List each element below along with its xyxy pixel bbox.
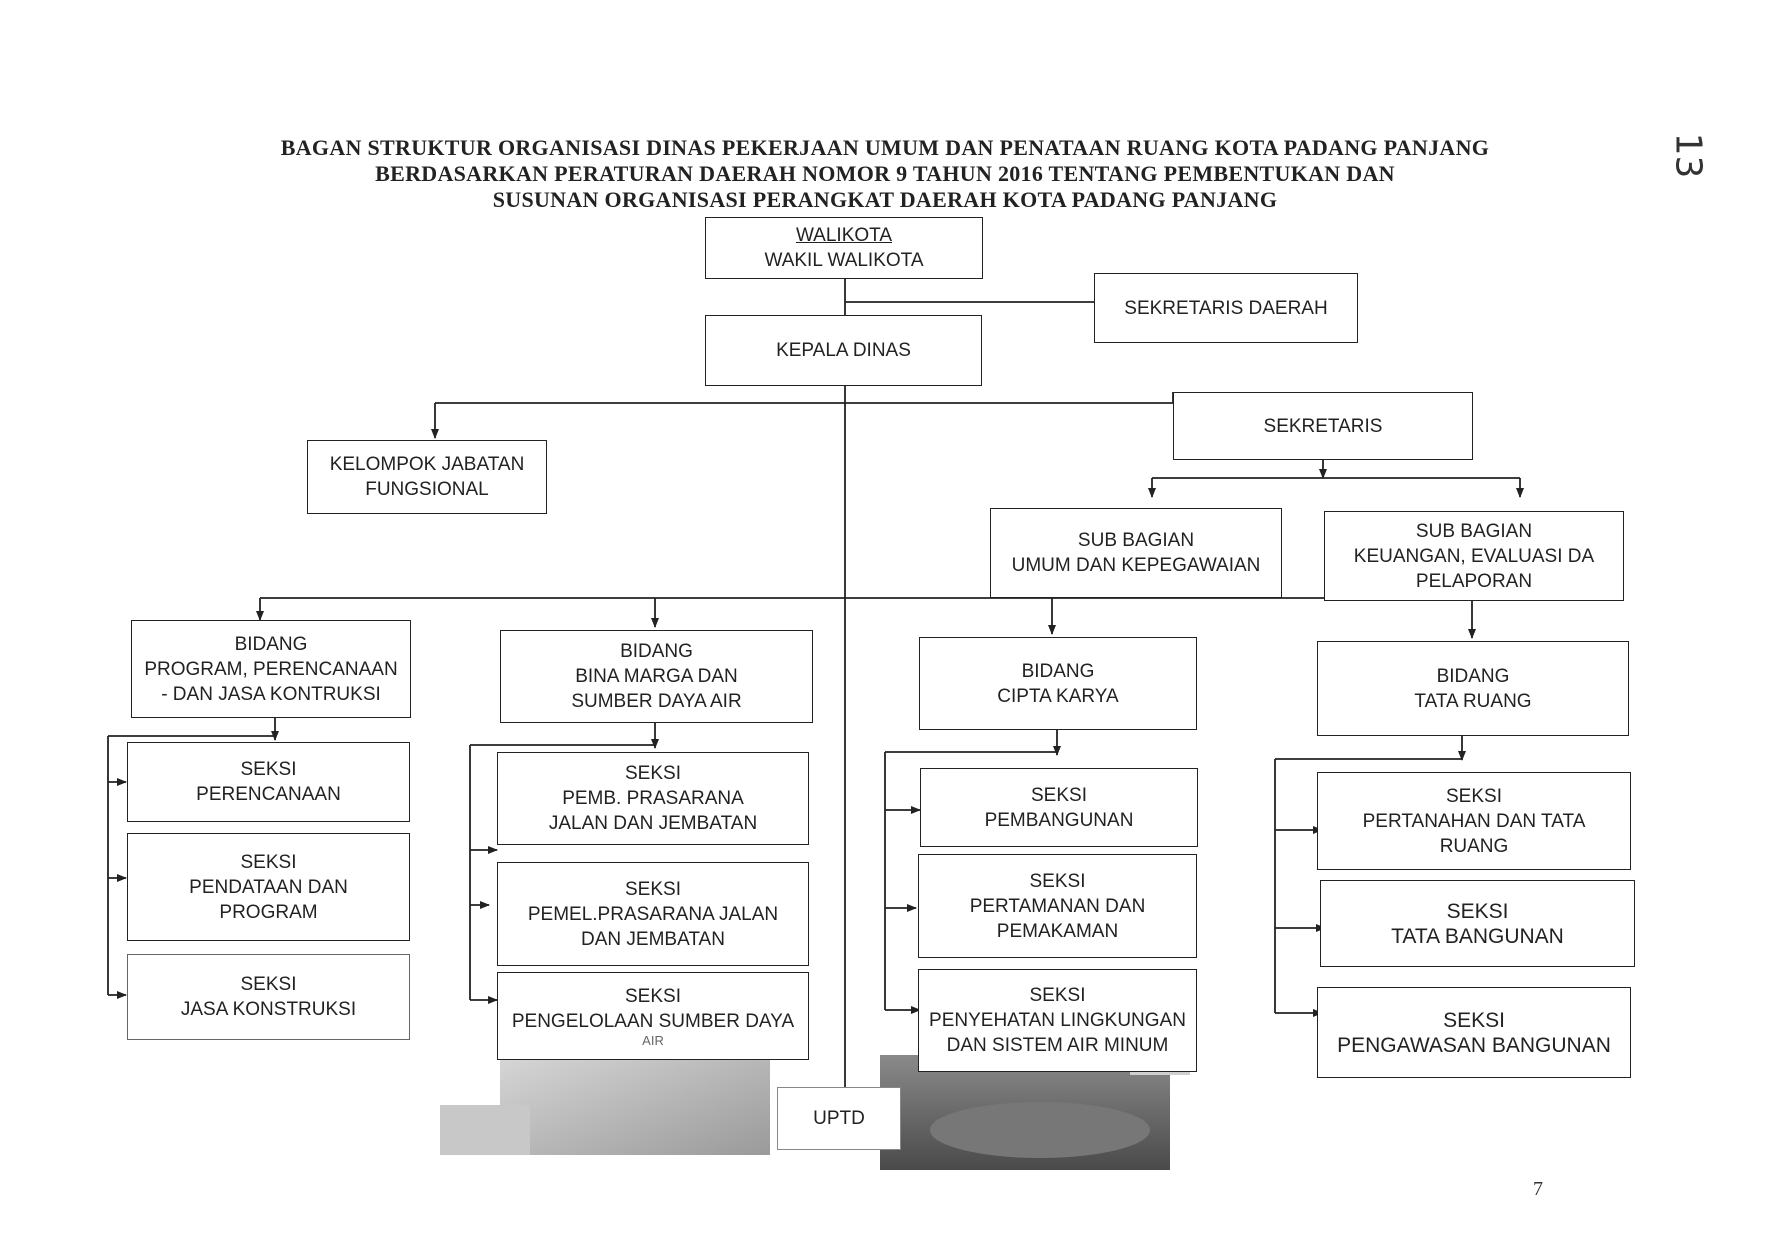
kepala-dinas-label: KEPALA DINAS xyxy=(776,340,911,361)
s33-label-2: PENYEHATAN LINGKUNGAN xyxy=(929,1010,1186,1031)
s42-label-2: TATA BANGUNAN xyxy=(1391,924,1564,948)
s12-label-3: PROGRAM xyxy=(219,901,318,923)
subumum-label-1: SUB BAGIAN xyxy=(1077,530,1195,551)
seksi-pengelolaan-sda-box: SEKSI PENGELOLAAN SUMBER DAYA AIR xyxy=(497,972,809,1060)
uptd-box: UPTD xyxy=(777,1087,901,1150)
s31-label-1: SEKSI xyxy=(1031,784,1087,806)
seksi-tata-bangunan-box: SEKSI TATA BANGUNAN xyxy=(1320,880,1635,967)
kelompok-jabatan-fungsional-box: KELOMPOK JABATAN FUNGSIONAL xyxy=(307,440,547,514)
sekretaris-daerah-label: SEKRETARIS DAERAH xyxy=(1124,297,1328,319)
s23-label-2: PENGELOLAAN SUMBER DAYA xyxy=(511,1011,795,1032)
subkeu-label-2: KEUANGAN, EVALUASI DA xyxy=(1353,545,1595,567)
page-number: 7 xyxy=(1533,1178,1543,1200)
s11-label-1: SEKSI xyxy=(240,759,297,780)
kjf-label-2: FUNGSIONAL xyxy=(365,479,489,500)
bid2-label-3: SUMBER DAYA AIR xyxy=(571,691,742,712)
s33-label-3: DAN SISTEM AIR MINUM xyxy=(946,1035,1169,1056)
bid4-label-1: BIDANG xyxy=(1436,665,1510,687)
s41-label-3: RUANG xyxy=(1439,835,1509,857)
seksi-jasa-konstruksi-box: SEKSI JASA KONSTRUKSI xyxy=(127,954,410,1040)
kjf-label-1: KELOMPOK JABATAN xyxy=(329,454,525,475)
uptd-label: UPTD xyxy=(813,1108,865,1129)
s43-label-2: PENGAWASAN BANGUNAN xyxy=(1337,1033,1611,1057)
sekretaris-label: SEKRETARIS xyxy=(1263,415,1383,437)
sekretaris-daerah-box: SEKRETARIS DAERAH xyxy=(1094,273,1358,343)
subkeu-label-3: PELAPORAN xyxy=(1415,570,1533,592)
s13-label-2: JASA KONSTRUKSI xyxy=(180,999,357,1020)
kepala-dinas-box: KEPALA DINAS xyxy=(705,315,982,386)
s23-label-3: AIR xyxy=(642,1033,664,1048)
title-line-3: SUSUNAN ORGANISASI PERANGKAT DAERAH KOTA… xyxy=(492,187,1278,212)
bidang-program-box: BIDANG PROGRAM, PERENCANAAN - DAN JASA K… xyxy=(131,620,411,718)
s22-label-3: DAN JEMBATAN xyxy=(581,928,725,950)
building-photo xyxy=(440,1045,1190,1170)
bidang-cipta-karya-box: BIDANG CIPTA KARYA xyxy=(919,637,1197,730)
title-line-1: BAGAN STRUKTUR ORGANISASI DINAS PEKERJAA… xyxy=(280,135,1490,160)
title-line-2: BERDASARKAN PERATURAN DAERAH NOMOR 9 TAH… xyxy=(375,161,1395,186)
walikota-label: WALIKOTA xyxy=(795,225,893,246)
seksi-pendataan-box: SEKSI PENDATAAN DAN PROGRAM xyxy=(127,833,410,941)
seksi-pembangunan-box: SEKSI PEMBANGUNAN xyxy=(920,768,1198,847)
s22-label-1: SEKSI xyxy=(625,878,681,900)
s33-label-1: SEKSI xyxy=(1029,985,1086,1006)
seksi-pemel-prasarana-box: SEKSI PEMEL.PRASARANA JALAN DAN JEMBATAN xyxy=(497,862,809,966)
s21-label-3: JALAN DAN JEMBATAN xyxy=(548,813,758,834)
seksi-perencanaan-box: SEKSI PERENCANAAN xyxy=(127,742,410,822)
s31-label-2: PEMBANGUNAN xyxy=(984,809,1134,831)
s11-label-2: PERENCANAAN xyxy=(196,784,341,805)
s43-label-1: SEKSI xyxy=(1443,1008,1505,1032)
bid1-label-3: - DAN JASA KONTRUKSI xyxy=(161,683,381,705)
s32-label-1: SEKSI xyxy=(1029,870,1086,892)
walikota-box: WALIKOTA WAKIL WALIKOTA xyxy=(705,217,983,279)
s23-label-1: SEKSI xyxy=(625,986,681,1007)
s21-label-2: PEMB. PRASARANA xyxy=(562,788,744,809)
subumum-label-2: UMUM DAN KEPEGAWAIAN xyxy=(1011,555,1261,576)
sub-bagian-umum-box: SUB BAGIAN UMUM DAN KEPEGAWAIAN xyxy=(990,508,1282,598)
seksi-pertanahan-box: SEKSI PERTANAHAN DAN TATA RUANG xyxy=(1317,772,1631,870)
seksi-pengawasan-bangunan-box: SEKSI PENGAWASAN BANGUNAN xyxy=(1317,987,1631,1078)
sub-bagian-keuangan-box: SUB BAGIAN KEUANGAN, EVALUASI DA PELAPOR… xyxy=(1324,511,1624,601)
s41-label-1: SEKSI xyxy=(1446,785,1502,807)
s32-label-2: PERTAMANAN DAN xyxy=(969,895,1146,917)
subkeu-label-1: SUB BAGIAN xyxy=(1415,520,1533,542)
bid1-label-2: PROGRAM, PERENCANAAN xyxy=(144,658,398,680)
seksi-penyehatan-box: SEKSI PENYEHATAN LINGKUNGAN DAN SISTEM A… xyxy=(918,969,1197,1072)
bidang-tata-ruang-box: BIDANG TATA RUANG xyxy=(1317,641,1629,736)
wakil-walikota-label: WAKIL WALIKOTA xyxy=(764,250,924,271)
s41-label-2: PERTANAHAN DAN TATA xyxy=(1362,810,1586,832)
s42-label-1: SEKSI xyxy=(1446,899,1509,923)
bid2-label-1: BIDANG xyxy=(620,641,693,662)
seksi-pertamanan-box: SEKSI PERTAMANAN DAN PEMAKAMAN xyxy=(918,854,1197,958)
s12-label-1: SEKSI xyxy=(240,851,297,873)
bid3-label-2: CIPTA KARYA xyxy=(997,685,1119,707)
bid1-label-1: BIDANG xyxy=(234,633,308,655)
bid3-label-1: BIDANG xyxy=(1021,660,1095,682)
bid2-label-2: BINA MARGA DAN xyxy=(575,666,738,687)
s22-label-2: PEMEL.PRASARANA JALAN xyxy=(527,903,779,925)
s12-label-2: PENDATAAN DAN xyxy=(189,876,348,898)
bidang-bina-marga-box: BIDANG BINA MARGA DAN SUMBER DAYA AIR xyxy=(500,630,813,723)
s13-label-1: SEKSI xyxy=(240,974,297,995)
sekretaris-box: SEKRETARIS xyxy=(1173,392,1473,460)
s32-label-3: PEMAKAMAN xyxy=(996,920,1119,942)
bid4-label-2: TATA RUANG xyxy=(1414,690,1532,712)
seksi-pemb-prasarana-box: SEKSI PEMB. PRASARANA JALAN DAN JEMBATAN xyxy=(497,752,809,845)
s21-label-1: SEKSI xyxy=(625,763,681,784)
